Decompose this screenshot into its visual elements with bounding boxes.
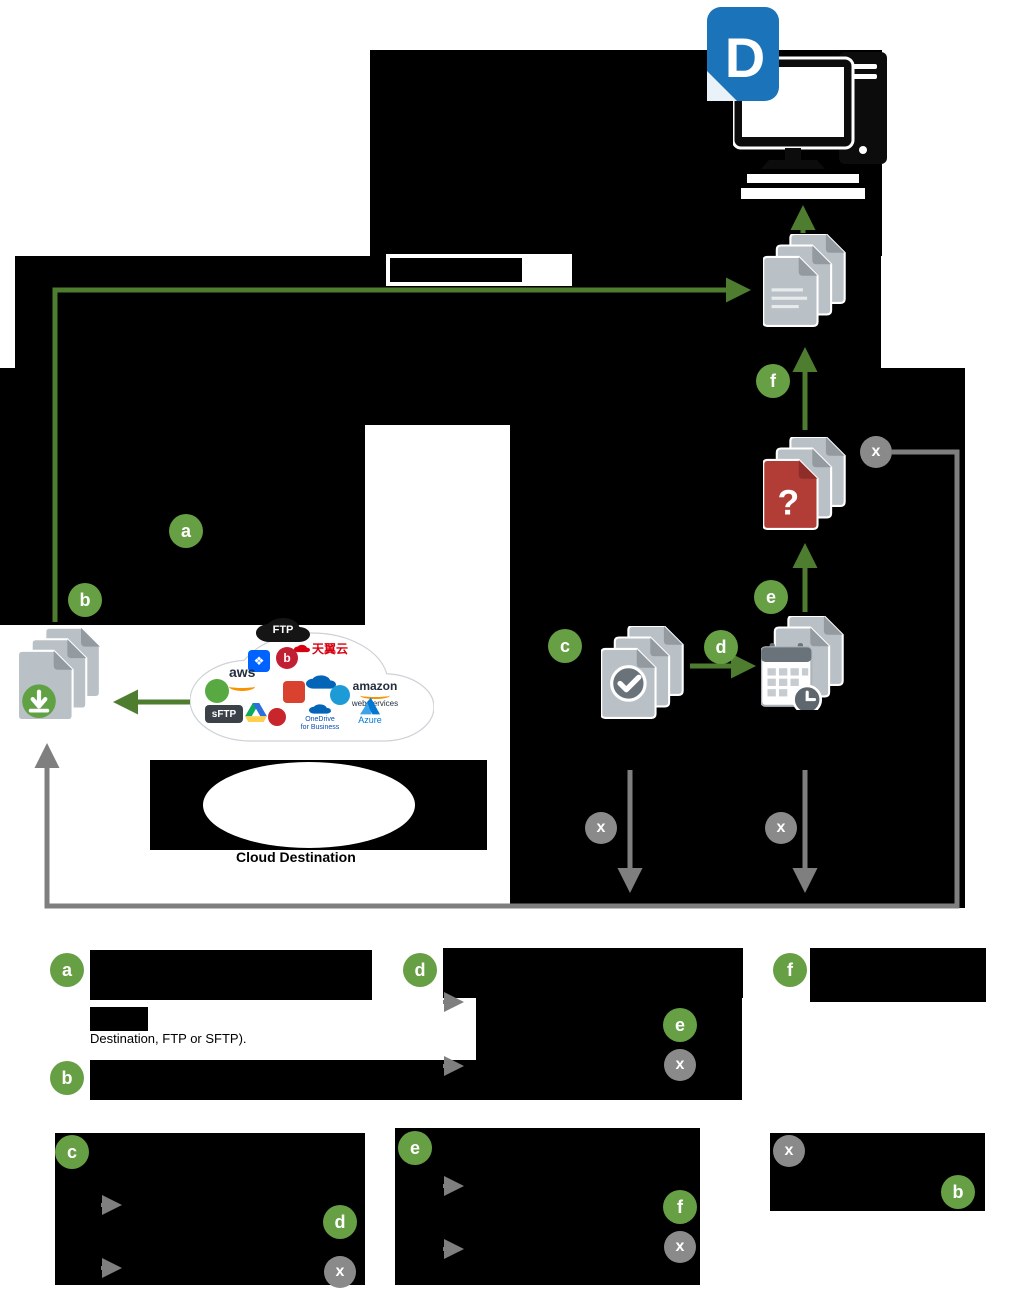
cloud-service-icon-red: [283, 681, 305, 703]
onedrive-business-sub-label: for Business: [300, 724, 340, 731]
fail-badge-x-scheduled: x: [765, 812, 797, 844]
step-badge-b: b: [68, 583, 102, 617]
cloud-service-icon-drop: [268, 708, 286, 726]
legend-badge-b: b: [50, 1061, 84, 1095]
step-badge-f: f: [756, 364, 790, 398]
cloud-base-oval: [203, 762, 415, 848]
step-badge-a: a: [169, 514, 203, 548]
legend-badge-f2: f: [663, 1190, 697, 1224]
step-badge-c: c: [548, 629, 582, 663]
ftp-cloud-icon: FTP: [256, 612, 310, 648]
fail-badge-x-checked: x: [585, 812, 617, 844]
redacted-block-mid: [365, 368, 510, 425]
legend-badge-x3: x: [664, 1231, 696, 1263]
restored-files-icon: [763, 234, 847, 328]
destination-text-line: Destination, FTP or SFTP).: [90, 1031, 247, 1046]
arrow-fail-loop: [34, 449, 960, 909]
step-badge-d: d: [704, 630, 738, 664]
amazon-sub-label: web services: [351, 699, 399, 708]
legend-badge-c: c: [55, 1135, 89, 1169]
cloud-destination-label: Cloud Destination: [236, 849, 356, 865]
brand-document-logo: D: [697, 5, 789, 105]
redacted-legend-label: [90, 1007, 148, 1031]
legend-badge-f: f: [773, 953, 807, 987]
legend-badge-b2: b: [941, 1175, 975, 1209]
onedrive-icon: [306, 672, 336, 692]
legend-badge-a: a: [50, 953, 84, 987]
redacted-legend-e: [476, 1014, 742, 1060]
arrow-restore-to-files: [52, 277, 751, 622]
selected-files-icon: [601, 626, 685, 720]
brand-letter: D: [725, 26, 765, 89]
sftp-icon: sFTP: [205, 705, 243, 723]
redacted-legend-f: [810, 948, 986, 1002]
legend-badge-e: e: [663, 1008, 697, 1042]
legend-badge-x1: x: [664, 1049, 696, 1081]
legend-badge-x2: x: [324, 1256, 356, 1288]
fail-badge-x-verify: x: [860, 436, 892, 468]
backblaze-icon: b: [276, 647, 298, 669]
amazon-web-services-icon: amazon web services: [343, 679, 407, 708]
legend-badge-d: d: [403, 953, 437, 987]
redacted-arrow-label: [390, 258, 522, 282]
google-drive-icon: [245, 703, 267, 722]
calendar-icon: [761, 643, 823, 710]
legend-badge-d2: d: [323, 1205, 357, 1239]
step-badge-e: e: [754, 580, 788, 614]
aws-label: aws: [229, 664, 256, 680]
downloaded-files-icon: [18, 626, 102, 726]
onedrive-business-icon: OneDrive for Business: [292, 702, 348, 732]
cloud-service-icon-green: [205, 679, 229, 703]
tianyi-label: 天翼云: [312, 642, 349, 656]
question-mark: ?: [777, 482, 799, 522]
redacted-legend-b: [90, 1060, 742, 1100]
azure-icon: Azure: [352, 697, 388, 725]
legend-badge-x4: x: [773, 1135, 805, 1167]
aws-icon: aws: [229, 664, 255, 691]
azure-label: Azure: [358, 715, 382, 725]
amazon-label: amazon: [352, 679, 398, 693]
dropbox-icon: ❖: [248, 650, 270, 672]
ftp-label: FTP: [272, 624, 294, 636]
unverified-files-icon: ?: [763, 437, 847, 531]
cloud-service-icon-blue: [330, 685, 350, 705]
tianyi-cloud-icon: 天翼云: [294, 640, 348, 657]
onedrive-business-label: OneDrive: [305, 716, 335, 723]
legend-badge-e2: e: [398, 1131, 432, 1165]
redacted-block-left: [0, 368, 365, 625]
sftp-label: sFTP: [211, 708, 237, 720]
checkmark-icon: [610, 665, 647, 702]
scheduled-files-icon: [761, 616, 845, 710]
redacted-legend-a: [90, 950, 372, 1000]
redacted-legend-d: [443, 948, 743, 998]
